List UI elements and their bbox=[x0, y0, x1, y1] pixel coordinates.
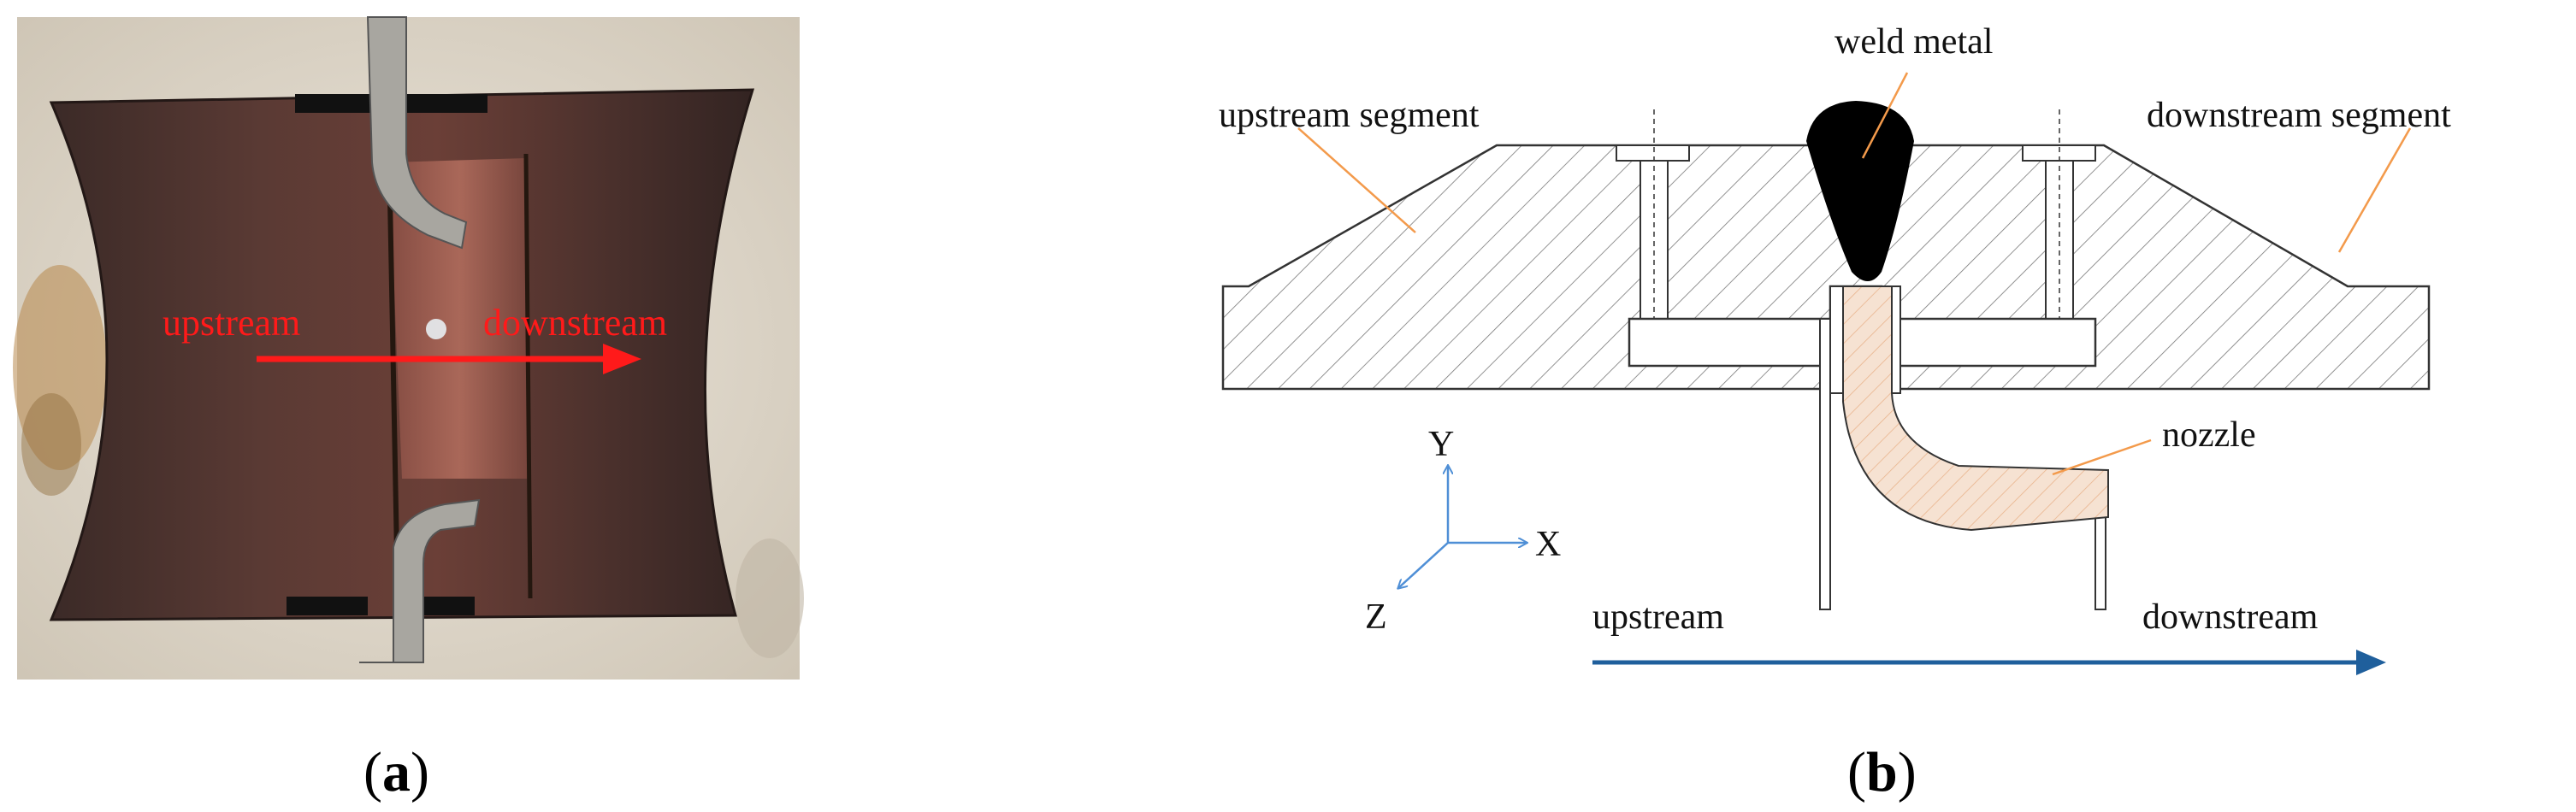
caption-b: (b) bbox=[1847, 741, 1917, 803]
bottom-nozzle-plate bbox=[359, 498, 481, 663]
leader-upstream-segment bbox=[1297, 127, 1416, 233]
rust-stain-left-2 bbox=[21, 393, 81, 496]
caption-b-open: ( bbox=[1847, 741, 1866, 803]
caption-b-letter: b bbox=[1866, 741, 1898, 803]
leader-weld-metal bbox=[1861, 72, 1909, 159]
label-flow-upstream: upstream bbox=[1592, 597, 1724, 637]
label-upstream-segment: upstream segment bbox=[1219, 96, 1480, 135]
groove-line-right bbox=[523, 153, 533, 599]
leader-downstream-segment bbox=[2337, 127, 2412, 253]
nozzle-channel-right-wall bbox=[2094, 512, 2106, 610]
slot-top-right bbox=[406, 94, 487, 113]
photo-label-upstream: upstream bbox=[162, 302, 300, 344]
bolt-shank-left bbox=[1640, 160, 1669, 320]
label-nozzle: nozzle bbox=[2162, 415, 2256, 455]
caption-a-letter: a bbox=[382, 741, 411, 803]
axis-x-label: X bbox=[1535, 525, 1561, 564]
axis-z-label: Z bbox=[1365, 597, 1387, 637]
caption-a: (a) bbox=[363, 741, 429, 803]
top-nozzle-plate bbox=[366, 16, 468, 250]
flow-arrowhead bbox=[2356, 650, 2386, 675]
caption-b-close: ) bbox=[1898, 741, 1917, 803]
weld-metal bbox=[1806, 101, 1914, 281]
nozzle-channel-left-wall bbox=[1819, 318, 1831, 610]
caption-a-open: ( bbox=[363, 741, 382, 803]
label-flow-downstream: downstream bbox=[2142, 597, 2319, 637]
stain-right bbox=[736, 538, 804, 658]
rust-stain-left bbox=[13, 265, 107, 470]
axis-y-label: Y bbox=[1428, 425, 1454, 464]
slot-top-left bbox=[295, 94, 381, 113]
nozzle bbox=[1842, 285, 2109, 532]
groove-line-left bbox=[387, 153, 400, 599]
bolt-shank-right bbox=[2045, 160, 2074, 320]
leader-nozzle bbox=[2052, 438, 2152, 476]
axis-z-line bbox=[1398, 542, 1449, 588]
photo-label-downstream: downstream bbox=[483, 302, 667, 344]
bright-spot bbox=[426, 319, 446, 339]
panel-b-diagram: weld metal upstream segment downstream s… bbox=[1219, 22, 2451, 675]
panel-a-photo: upstream downstream bbox=[13, 16, 804, 680]
bolt-head-left bbox=[1616, 144, 1690, 162]
label-weld-metal: weld metal bbox=[1835, 22, 1993, 62]
label-downstream-segment: downstream segment bbox=[2147, 96, 2451, 135]
slot-bottom-left bbox=[287, 597, 368, 615]
photo-flow-arrowhead bbox=[603, 344, 641, 374]
rust-channel bbox=[389, 158, 530, 479]
caption-a-close: ) bbox=[411, 741, 429, 803]
